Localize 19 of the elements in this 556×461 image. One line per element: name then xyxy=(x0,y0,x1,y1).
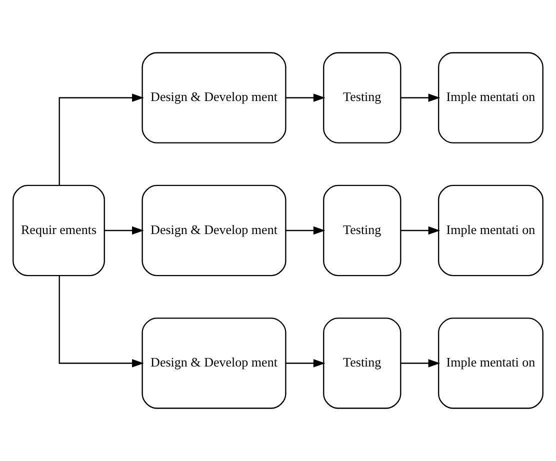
node-box: Design & Develop ment xyxy=(142,52,286,144)
arrow xyxy=(400,226,440,235)
arrow xyxy=(58,94,144,186)
node-box: Design & Develop ment xyxy=(142,318,286,409)
node-box: Requir ements xyxy=(12,184,105,276)
arrow xyxy=(58,276,144,368)
node-box: Design & Develop ment xyxy=(142,184,286,276)
arrow xyxy=(400,94,440,102)
node-box: Imple mentati on xyxy=(438,184,544,276)
arrow xyxy=(286,94,326,102)
arrow xyxy=(400,359,440,368)
arrow xyxy=(104,226,144,235)
node-box: Imple mentati on xyxy=(438,52,544,144)
node-box: Testing xyxy=(323,318,402,409)
node-box: Imple mentati on xyxy=(438,318,544,409)
node-box: Testing xyxy=(323,52,402,144)
node-box: Testing xyxy=(323,184,402,276)
arrow xyxy=(286,359,326,368)
arrow xyxy=(286,226,326,235)
